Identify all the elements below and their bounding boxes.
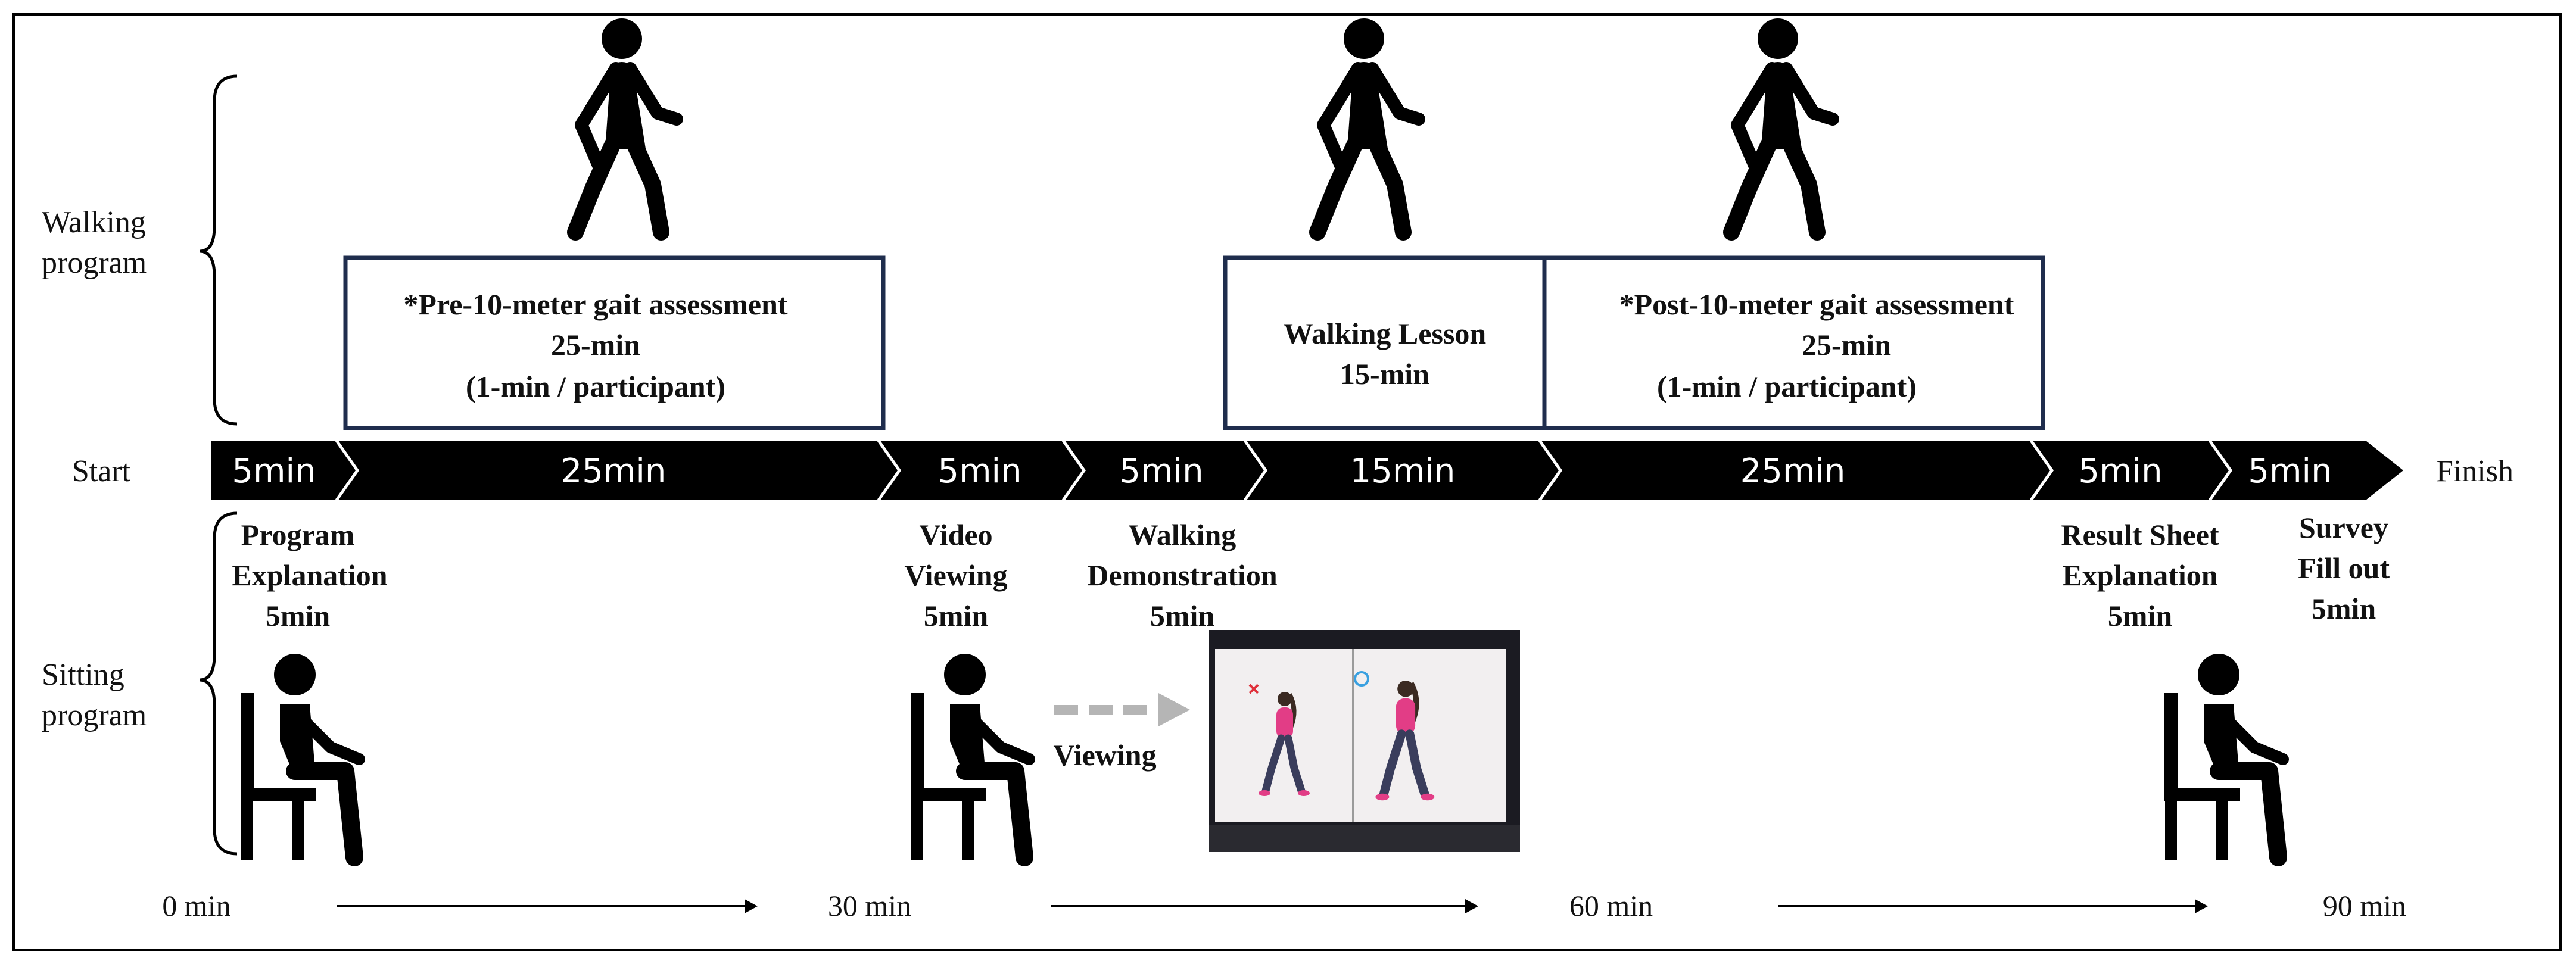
timeline-segment: 25min	[1740, 452, 1846, 491]
walking-person-icon	[1317, 18, 1419, 232]
walking-label-line1: Walking	[42, 205, 146, 239]
timeline-bar	[211, 441, 2403, 500]
activity-result-sheet: Result Sheet	[2061, 518, 2219, 551]
sitting-person-icon	[2171, 654, 2283, 860]
walking-brace	[199, 74, 238, 426]
viewing-label: Viewing	[1053, 738, 1156, 772]
activity-survey: Survey	[2299, 511, 2388, 544]
time-arrows	[337, 899, 2208, 913]
pre-gait-rate: (1-min / participant)	[466, 370, 725, 403]
timeline-segment: 5min	[1119, 452, 1203, 491]
timeline-segment: 5min	[2248, 452, 2332, 491]
timeline-chevrons	[335, 439, 2233, 501]
sitting-person-icon	[247, 654, 359, 860]
activity-walking-demonstration: Walking	[1129, 518, 1236, 551]
pre-gait-title: *Pre-10-meter gait assessment	[403, 288, 788, 321]
time-marker: 90 min	[2323, 889, 2406, 922]
post-gait-duration: 25-min	[1802, 328, 1891, 361]
activity-video-viewing: Viewing	[904, 559, 1007, 592]
post-gait-title: *Post-10-meter gait assessment	[1619, 288, 2014, 321]
walking-person-icon	[575, 18, 677, 232]
activity-program-explanation: Explanation	[232, 559, 387, 592]
timeline-segment: 5min	[937, 452, 1021, 491]
activity-survey: Fill out	[2298, 551, 2390, 585]
activity-program-explanation: Program	[241, 518, 355, 551]
timeline-segment: 5min	[232, 452, 316, 491]
walking-label-line2: program	[42, 246, 147, 280]
sitting-person-icon	[917, 654, 1029, 860]
sitting-label-line2: program	[42, 698, 147, 732]
pre-gait-assessment-box	[343, 255, 886, 430]
activity-walking-demonstration: 5min	[1150, 599, 1215, 632]
walking-lesson-title: Walking Lesson	[1284, 317, 1487, 350]
timeline-start-label: Start	[72, 454, 131, 488]
demonstration-photo	[1209, 630, 1520, 852]
activity-video-viewing: 5min	[924, 599, 989, 632]
timeline-finish-label: Finish	[2436, 454, 2513, 488]
timeline-segment: 5min	[2078, 452, 2162, 491]
pre-gait-duration: 25-min	[551, 328, 640, 361]
o-mark-icon	[1354, 671, 1369, 687]
post-gait-rate: (1-min / participant)	[1657, 370, 1917, 403]
sitting-brace	[199, 511, 238, 856]
viewing-dashed-arrow	[1054, 693, 1190, 726]
activity-survey: 5min	[2312, 592, 2376, 625]
walking-lesson-duration: 15-min	[1340, 357, 1429, 391]
timeline-segment: 15min	[1350, 452, 1456, 491]
time-marker: 30 min	[828, 889, 911, 922]
time-marker: 0 min	[162, 889, 230, 922]
activity-video-viewing: Video	[919, 518, 992, 551]
walking-person-icon	[1731, 18, 1833, 232]
diagram-frame	[12, 13, 2562, 951]
activity-result-sheet: Explanation	[2062, 559, 2217, 592]
x-mark-icon	[1248, 684, 1259, 694]
sitting-label-line1: Sitting	[42, 658, 124, 692]
activity-walking-demonstration: Demonstration	[1087, 559, 1278, 592]
time-marker: 60 min	[1569, 889, 1653, 922]
post-gait-assessment-box	[1542, 255, 2045, 430]
activity-result-sheet: 5min	[2108, 599, 2173, 632]
activity-program-explanation: 5min	[266, 599, 331, 632]
timeline-segment: 25min	[561, 452, 666, 491]
